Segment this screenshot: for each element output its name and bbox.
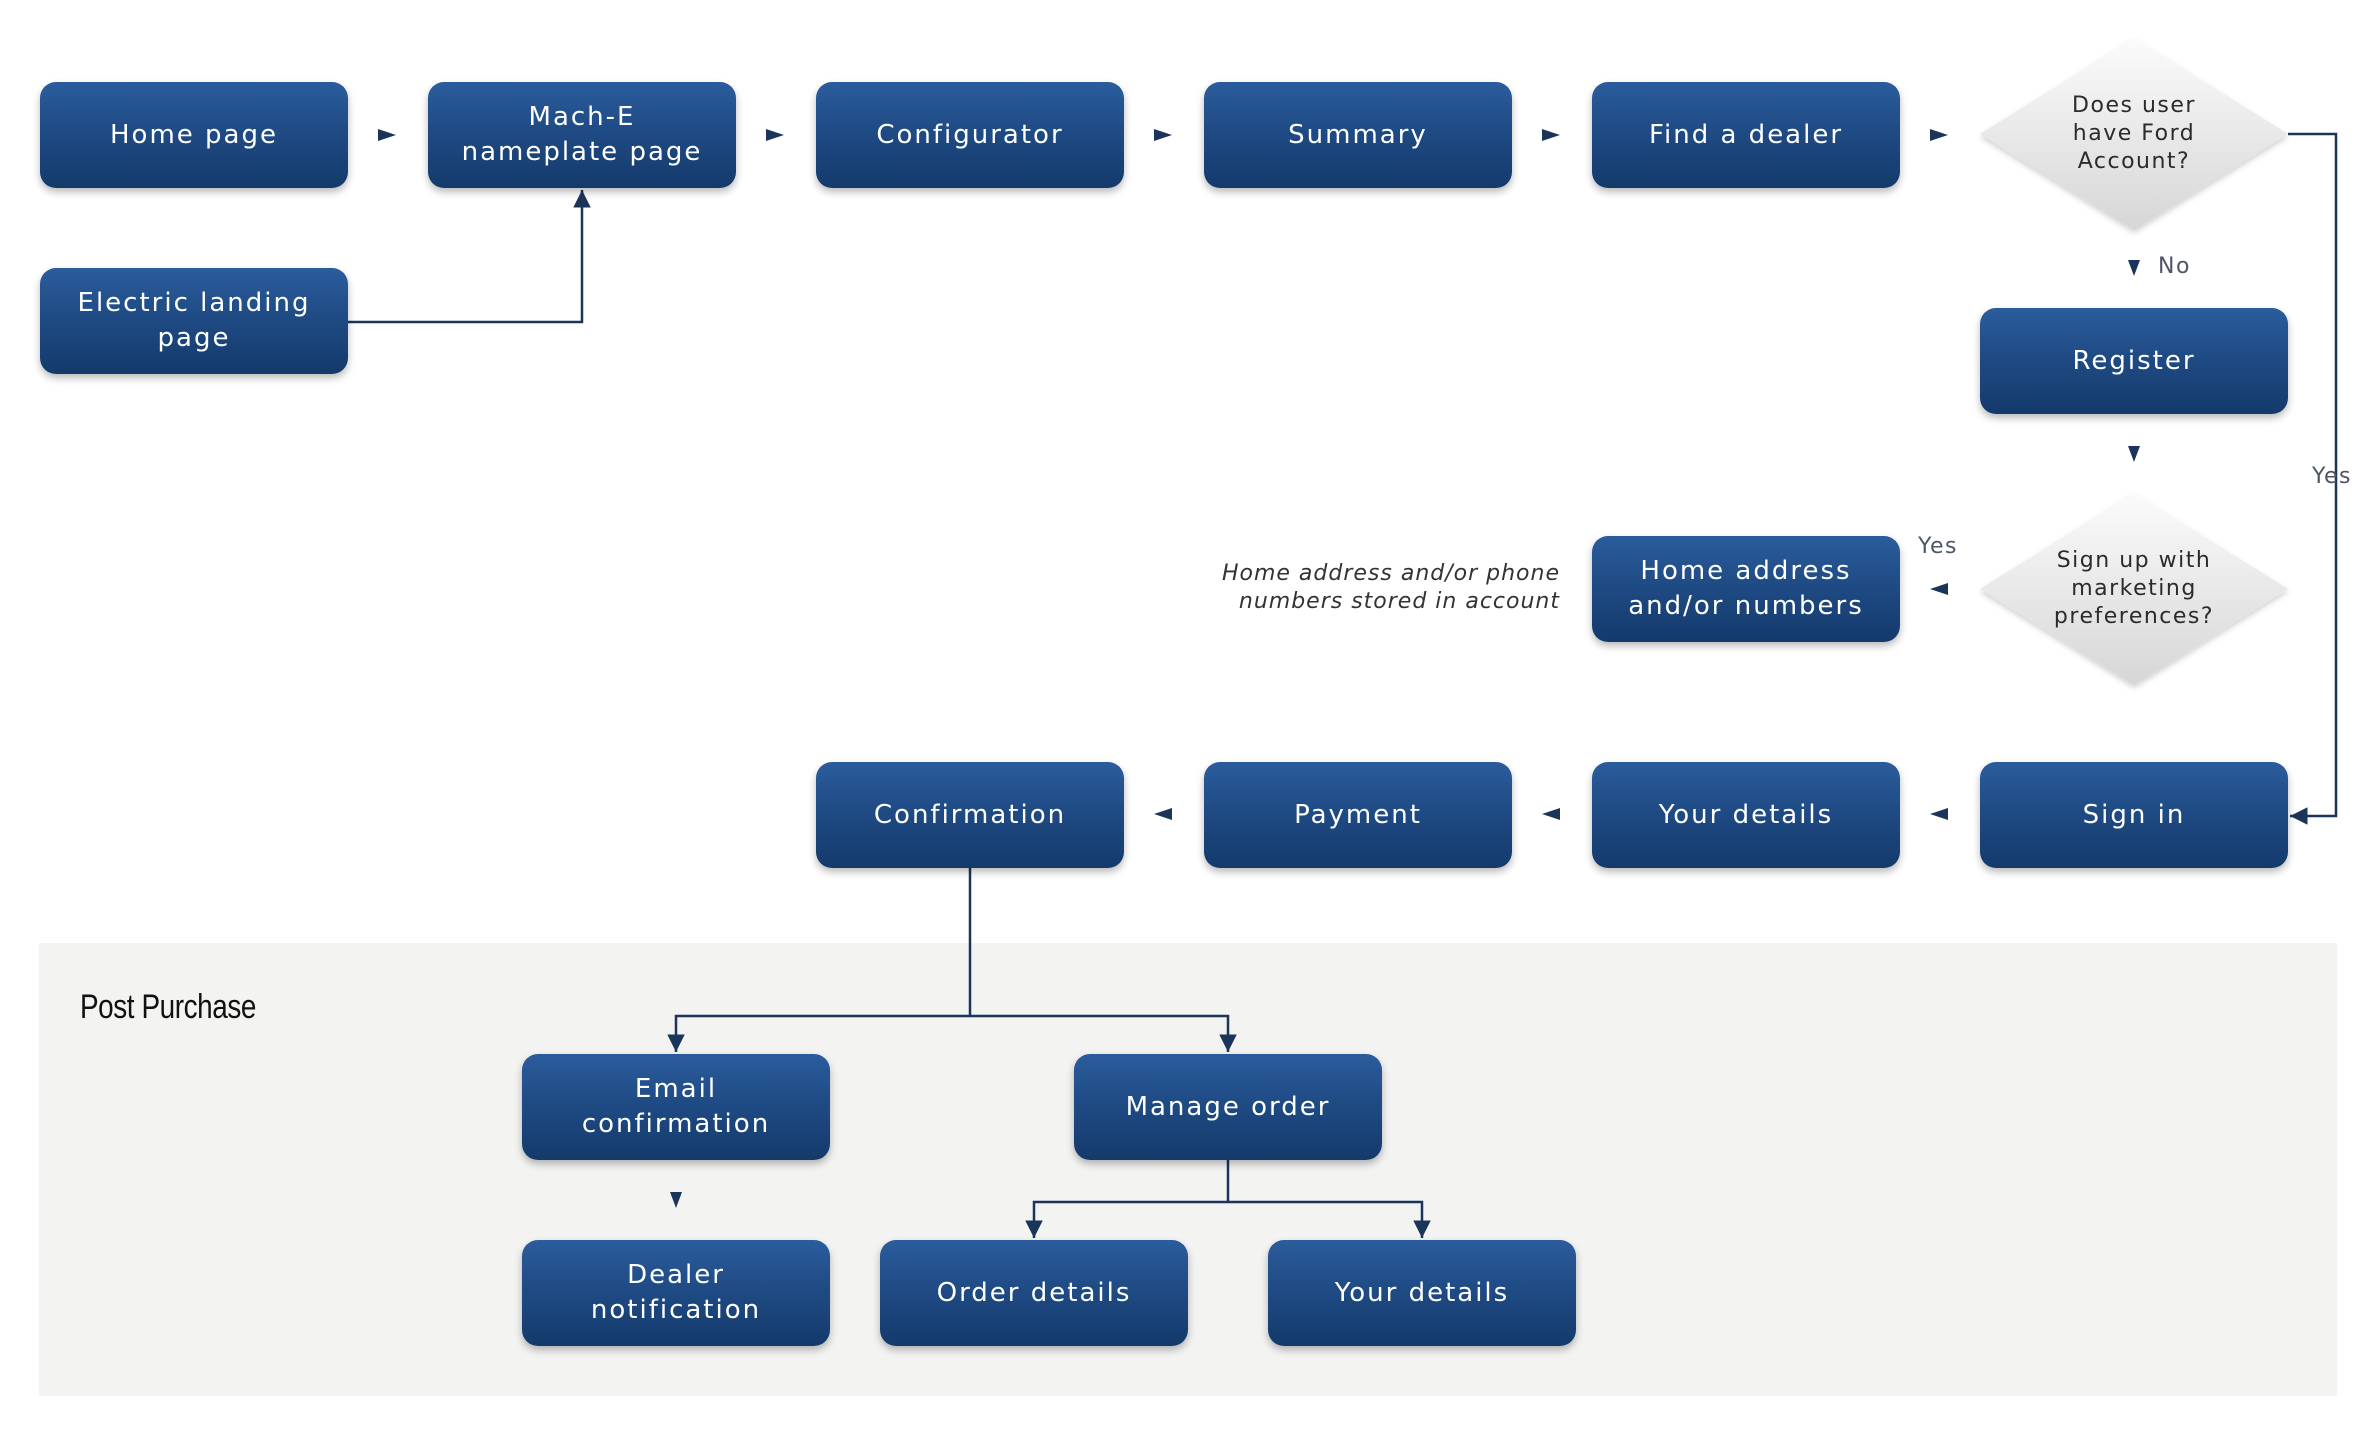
arrowhead xyxy=(2128,446,2140,462)
arrowhead xyxy=(670,1192,682,1208)
node-your-details-post[interactable]: Your details xyxy=(1268,1240,1576,1346)
decision-ford-account-label: Does user have Ford Account? xyxy=(2072,93,2196,174)
node-manage-order[interactable]: Manage order xyxy=(1074,1054,1382,1160)
arrowhead xyxy=(1930,129,1948,141)
edge-label-yes-account: Yes xyxy=(2312,464,2353,489)
node-payment[interactable]: Payment xyxy=(1204,762,1512,868)
post-purchase-panel xyxy=(39,943,2337,1396)
arrowhead xyxy=(1930,583,1948,595)
node-mach-e-nameplate[interactable]: Mach-E nameplate page xyxy=(428,82,736,188)
connector-to-your-details-pp xyxy=(1228,1200,1431,1238)
node-find-dealer[interactable]: Find a dealer xyxy=(1592,82,1900,188)
node-sign-in[interactable]: Sign in xyxy=(1980,762,2288,868)
node-home-page[interactable]: Home page xyxy=(40,82,348,188)
node-home-address[interactable]: Home address and/or numbers xyxy=(1592,536,1900,642)
node-configurator[interactable]: Configurator xyxy=(816,82,1124,188)
arrowhead xyxy=(1154,129,1172,141)
marketing-diamond xyxy=(1980,493,2288,685)
arrowhead xyxy=(766,129,784,141)
node-register[interactable]: Register xyxy=(1980,308,2288,414)
node-order-details[interactable]: Order details xyxy=(880,1240,1188,1346)
decision-marketing-label: Sign up with marketing preferences? xyxy=(2053,548,2215,629)
arrowhead xyxy=(2128,260,2140,276)
arrowhead xyxy=(1154,808,1172,820)
node-your-details[interactable]: Your details xyxy=(1592,762,1900,868)
flow-arrowheads xyxy=(378,129,2140,1208)
connector-yes-to-sign-in xyxy=(2288,132,2338,825)
ford-account-diamond xyxy=(1980,38,2288,230)
node-summary[interactable]: Summary xyxy=(1204,82,1512,188)
connector-electric-to-mach-e xyxy=(348,190,591,324)
edge-label-no: No xyxy=(2158,254,2191,279)
node-confirmation[interactable]: Confirmation xyxy=(816,762,1124,868)
connector-lines xyxy=(348,132,2338,1238)
node-dealer-notification[interactable]: Dealer notification xyxy=(522,1240,830,1346)
node-electric-landing[interactable]: Electric landing page xyxy=(40,268,348,374)
edge-label-yes-marketing: Yes xyxy=(1918,534,1959,559)
node-email-confirmation[interactable]: Email confirmation xyxy=(522,1054,830,1160)
connector-to-manage xyxy=(970,1014,1237,1052)
post-purchase-title: Post Purchase xyxy=(80,988,256,1026)
annotation-note: Home address and/or phone numbers stored… xyxy=(1221,561,1560,614)
arrowhead xyxy=(1542,129,1560,141)
arrowhead xyxy=(378,129,396,141)
arrowhead xyxy=(1542,808,1560,820)
connector-to-order-details xyxy=(1025,1200,1228,1238)
connector-to-email xyxy=(667,1014,970,1052)
arrowhead xyxy=(1930,808,1948,820)
